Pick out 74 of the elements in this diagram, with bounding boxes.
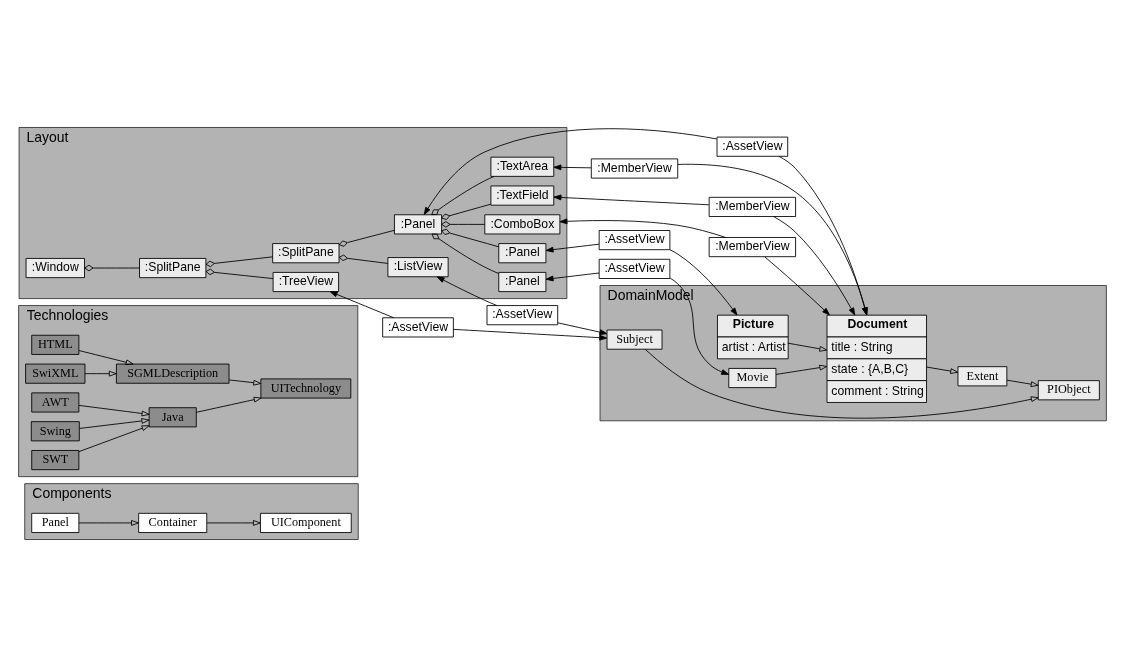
arrow bbox=[559, 218, 727, 238]
node-box: :Panel bbox=[498, 242, 547, 263]
node-box: SGMLDescription bbox=[115, 363, 230, 384]
connector bbox=[441, 220, 486, 228]
connector bbox=[441, 203, 492, 220]
node-box: :Panel bbox=[394, 213, 443, 234]
node-box: Container bbox=[138, 512, 208, 533]
arrow bbox=[78, 424, 150, 452]
node-box: :AssetView bbox=[716, 136, 789, 157]
arrow bbox=[764, 255, 830, 315]
arrow bbox=[669, 248, 738, 315]
arrow bbox=[78, 349, 134, 365]
arrow bbox=[329, 290, 395, 318]
arrow bbox=[669, 277, 730, 375]
node-box: HTML bbox=[31, 334, 80, 355]
arrow bbox=[84, 370, 117, 377]
arrow bbox=[452, 328, 608, 341]
connector bbox=[338, 229, 395, 247]
node-box: :TextField bbox=[490, 185, 555, 206]
arrow bbox=[926, 366, 959, 374]
node-box: :AssetView bbox=[382, 316, 454, 337]
connector bbox=[338, 254, 389, 264]
node-box: Subject bbox=[606, 329, 663, 350]
arrow bbox=[423, 127, 718, 215]
node-box: :ComboBox bbox=[484, 213, 561, 234]
node-box: SwiXML bbox=[25, 363, 86, 384]
arrow bbox=[775, 364, 828, 375]
node-box: :AssetView bbox=[486, 304, 559, 325]
connector bbox=[431, 175, 495, 215]
arrow bbox=[644, 348, 1039, 419]
connector bbox=[441, 228, 500, 247]
node-box: :Panel bbox=[498, 271, 547, 292]
arrow bbox=[553, 163, 592, 170]
node-box: Extent bbox=[957, 365, 1008, 386]
arrow bbox=[553, 194, 710, 205]
node-box: UITechnology bbox=[260, 377, 352, 399]
node-box: :AssetView bbox=[598, 258, 671, 279]
node-box: :TreeView bbox=[272, 271, 339, 292]
arrow bbox=[79, 417, 150, 429]
node-box: PIObject bbox=[1037, 379, 1100, 400]
node-box: :Window bbox=[25, 257, 85, 278]
arrow bbox=[206, 519, 261, 526]
arrow bbox=[773, 215, 856, 315]
arrow bbox=[778, 155, 868, 315]
connector bbox=[205, 268, 274, 279]
arrow bbox=[545, 243, 600, 252]
node-box: UIComponent bbox=[260, 512, 352, 533]
node-box: :AssetView bbox=[598, 229, 671, 250]
node-box: :ListView bbox=[387, 256, 449, 277]
node-box: AWT bbox=[31, 391, 80, 412]
arrow bbox=[78, 519, 139, 526]
node-box: Panel bbox=[31, 512, 80, 533]
node-box: :TextArea bbox=[490, 156, 555, 177]
arrow bbox=[545, 272, 600, 281]
arrow bbox=[677, 163, 868, 315]
node-box: SWT bbox=[31, 449, 80, 470]
connector bbox=[84, 264, 140, 271]
node-box: Java bbox=[148, 406, 197, 427]
node-box: Movie bbox=[728, 367, 777, 388]
connector bbox=[205, 255, 274, 267]
arrow bbox=[1006, 379, 1039, 387]
arrow bbox=[557, 321, 608, 335]
arrow bbox=[436, 275, 498, 306]
node-box: :MemberView bbox=[708, 196, 797, 217]
node-box: :MemberView bbox=[590, 157, 679, 179]
arrow bbox=[78, 404, 150, 416]
node-box: :MemberView bbox=[708, 236, 797, 257]
node-box: :SplitPane bbox=[272, 242, 340, 263]
arrow bbox=[228, 379, 262, 386]
connector bbox=[431, 233, 500, 274]
arrow bbox=[196, 396, 262, 413]
arrow bbox=[787, 342, 828, 352]
node-box: Swing bbox=[30, 420, 80, 441]
node-box: :SplitPane bbox=[139, 257, 207, 278]
